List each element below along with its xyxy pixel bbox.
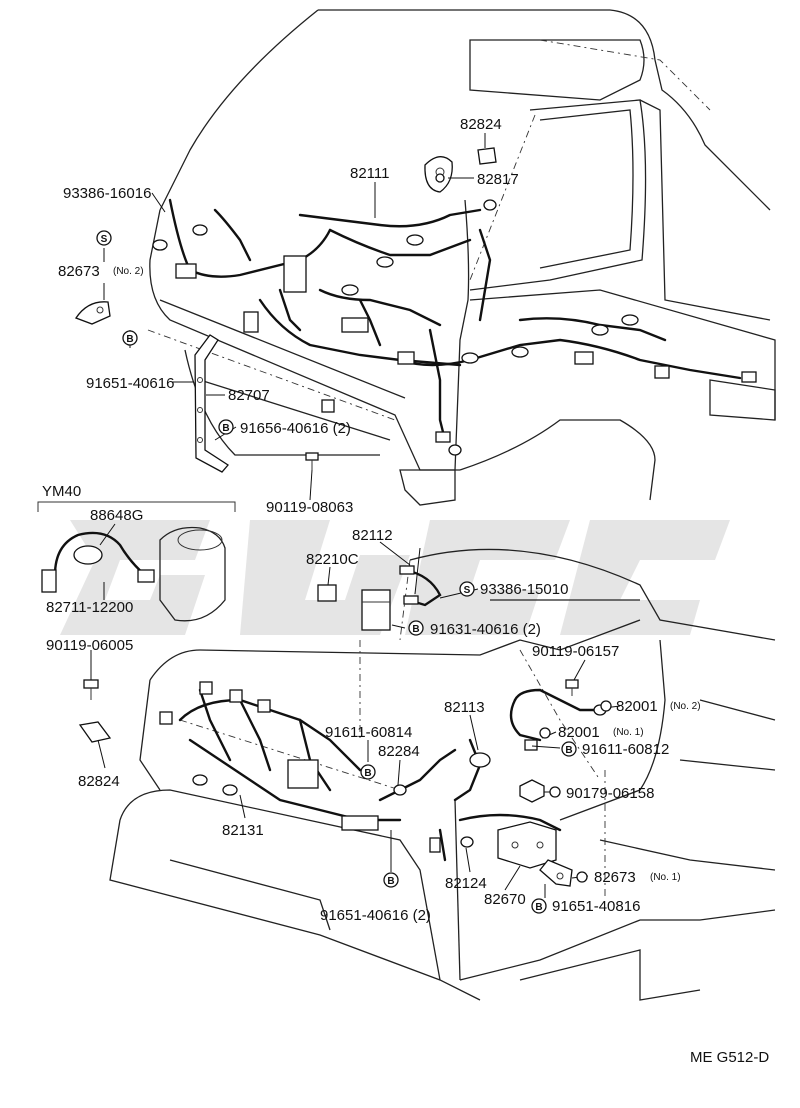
label-90119-08063: 90119-08063 (266, 499, 353, 516)
footer-code: ME G512-D (690, 1049, 769, 1066)
label-91631-40616: 91631-40616 (2) (430, 621, 541, 638)
bolt-90119-06005 (83, 679, 99, 700)
label-91611-60814: 91611-60814 (325, 724, 412, 741)
svg-text:B: B (535, 902, 542, 913)
bolt-90119-08063 (305, 452, 319, 470)
lower-wiring-harness (159, 681, 607, 862)
part-82670 (497, 821, 557, 869)
svg-text:B: B (387, 876, 394, 887)
leader-lines (90, 133, 621, 898)
b-marker-91651-40616: B (122, 330, 138, 346)
label-91651-40616-2: 91651-40616 (2) (320, 907, 431, 924)
label-82711-12200: 82711-12200 (46, 599, 133, 616)
label-82707: 82707 (228, 387, 270, 404)
clamp-82673-no1 (539, 859, 573, 887)
svg-text:S: S (101, 234, 108, 245)
label-90119-06157: 90119-06157 (532, 643, 619, 660)
part-82824-upper (477, 147, 497, 165)
label-91611-60812: 91611-60812 (582, 741, 669, 758)
label-91651-40816: 91651-40816 (552, 898, 640, 915)
label-82111: 82111 (350, 165, 390, 182)
b-marker-91651-40816: B (531, 898, 547, 914)
label-88648G: 88648G (90, 507, 143, 524)
label-ym40: YM40 (42, 483, 81, 500)
o-marker-82001-no2 (600, 700, 612, 712)
label-82673-no1: 82673 (594, 869, 636, 886)
label-82284: 82284 (378, 743, 420, 760)
o-marker-82673-no1 (576, 871, 588, 883)
label-82001-no2: 82001 (616, 698, 658, 715)
b-marker-91611-60812: B (561, 741, 577, 757)
label-82001-no2-sub: (No. 2) (670, 701, 701, 712)
label-82673-no1-sub: (No. 1) (650, 872, 681, 883)
bracket-82707 (194, 334, 229, 473)
label-91656-40616: 91656-40616 (2) (240, 420, 351, 437)
o-marker-82001-no1 (539, 727, 551, 739)
upper-wiring-harness (152, 198, 757, 456)
label-82001-no1: 82001 (558, 724, 600, 741)
o-marker-90179-06158 (549, 786, 561, 798)
label-90179-06158: 90179-06158 (566, 785, 654, 802)
label-82673-no2: 82673 (58, 263, 100, 280)
nut-90179-06158 (519, 779, 545, 803)
b-marker-91656-40616: B (218, 419, 234, 435)
svg-text:B: B (222, 423, 229, 434)
label-82112: 82112 (352, 527, 393, 544)
label-93386-16016: 93386-16016 (63, 185, 151, 202)
label-82673-no2-sub: (No. 2) (113, 266, 144, 277)
s-marker-93386-15010: S (459, 581, 475, 597)
label-82824-lower: 82824 (78, 773, 120, 790)
o-marker-82817 (435, 173, 445, 183)
ym40-inset (37, 501, 236, 622)
svg-text:B: B (126, 334, 133, 345)
b-marker-91611-60814: B (360, 764, 376, 780)
label-82670: 82670 (484, 891, 526, 908)
label-82210C: 82210C (306, 551, 359, 568)
svg-text:B: B (565, 745, 572, 756)
label-91651-40616: 91651-40616 (86, 375, 174, 392)
label-93386-15010: 93386-15010 (480, 581, 568, 598)
label-82113: 82113 (444, 699, 485, 716)
label-82817: 82817 (477, 171, 519, 188)
b-marker-91651-40616-2: B (383, 872, 399, 888)
label-90119-06005: 90119-06005 (46, 637, 133, 654)
label-82824-upper: 82824 (460, 116, 502, 133)
part-82824-lower (78, 721, 112, 743)
part-82210C (317, 584, 337, 602)
bolt-90119-06157 (565, 679, 579, 696)
part-82112 (399, 565, 442, 607)
svg-text:B: B (412, 624, 419, 635)
b-marker-91631-40616: B (408, 620, 424, 636)
s-marker-93386-16016: S (96, 230, 112, 246)
svg-text:S: S (464, 585, 471, 596)
svg-text:B: B (364, 768, 371, 779)
upper-vehicle-body (147, 9, 776, 506)
label-82124: 82124 (445, 875, 487, 892)
label-82001-no1-sub: (No. 1) (613, 727, 644, 738)
label-82131: 82131 (222, 822, 264, 839)
clamp-82673-no2 (75, 301, 111, 325)
relay-block (361, 589, 391, 631)
